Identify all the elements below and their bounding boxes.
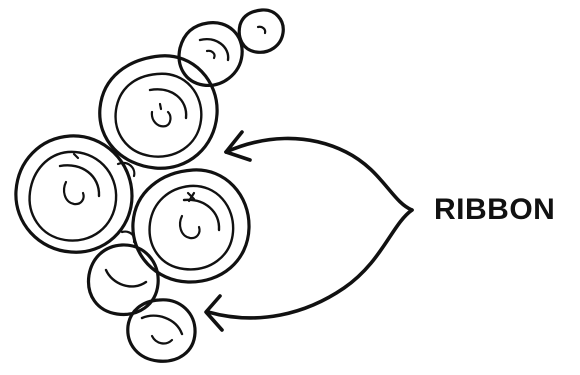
circle-large-upper <box>100 56 217 168</box>
circle-large-center <box>133 170 249 282</box>
ribbon-label: RIBBON <box>434 195 555 225</box>
arrow-upper <box>226 132 412 210</box>
arrow-lower <box>206 210 412 330</box>
circle-lower-left <box>89 245 159 314</box>
circle-upper-middle <box>179 23 242 86</box>
circle-bottom <box>128 300 195 361</box>
circle-small-top-right <box>239 10 283 52</box>
circle-large-left <box>16 136 132 252</box>
